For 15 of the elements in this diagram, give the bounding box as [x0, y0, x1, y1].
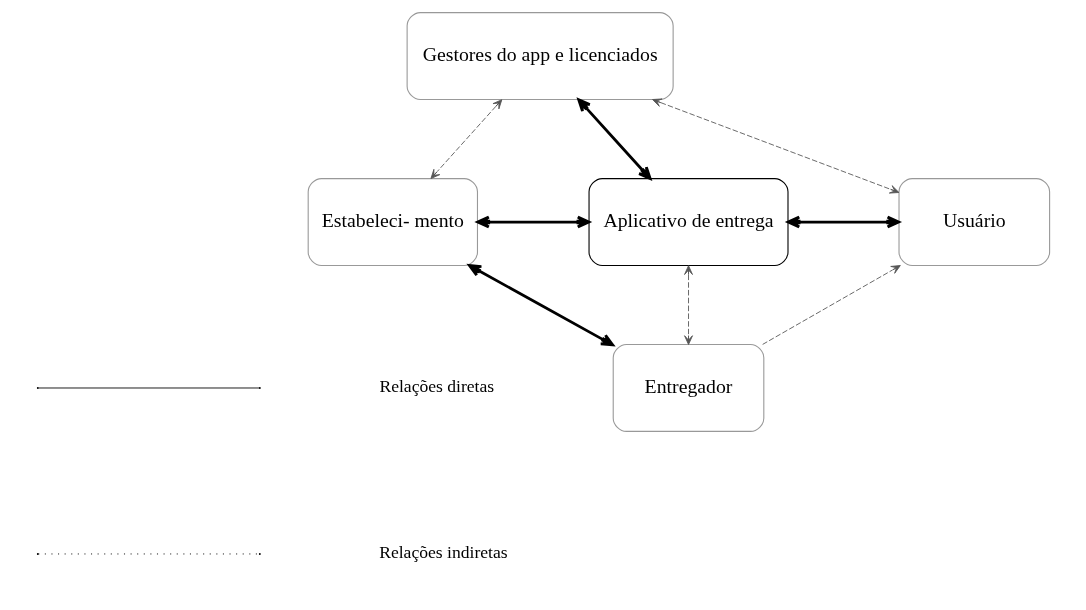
node-box: Usuário — [897, 178, 1050, 266]
node-box: Gestores do app e licenciados — [406, 12, 674, 100]
node-box: Aplicativo de entrega — [588, 178, 789, 266]
arrow — [786, 215, 900, 229]
arrow — [467, 264, 614, 347]
arrow — [430, 99, 502, 179]
arrow — [576, 98, 651, 180]
legend-label: Relações diretas — [378, 376, 494, 397]
node-box: Entregador — [612, 344, 764, 432]
legend-label: Relações indiretas — [378, 542, 508, 563]
arrow — [683, 265, 693, 345]
arrow — [651, 98, 899, 194]
node-box: Estabeleci- mento — [307, 178, 478, 266]
arrow — [475, 215, 590, 229]
arrow — [761, 265, 901, 345]
